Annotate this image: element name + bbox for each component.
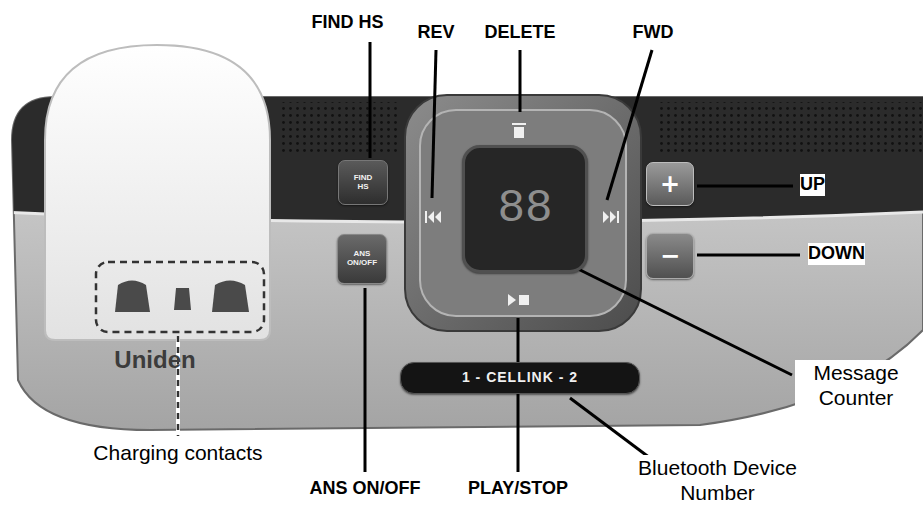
button-text: ANS ON/OFF [345,250,379,268]
leader-line [568,264,792,375]
fwd-arrow [603,211,609,223]
handset-cradle [45,45,270,340]
trash-can [514,127,524,138]
stop-square [519,295,529,305]
callout-text: FIND HS [312,12,384,34]
delete-icon [512,123,526,138]
rev-icon [425,211,441,223]
leader-line [364,288,367,472]
callout-text: DOWN [808,243,865,265]
callout-label: DOWN [808,243,888,265]
leader-line [519,50,522,112]
fwd-icon [603,211,619,223]
callout-text: Bluetooth Device Number [620,455,815,505]
callout-text: REV [417,22,454,44]
brand-text: Uniden [114,346,195,375]
leader-line [369,42,372,158]
leader-line [697,254,800,257]
speaker-grille [660,102,923,152]
charging-contact [212,281,249,313]
callout-label: Charging contacts [92,440,264,465]
contacts-outline [96,262,264,332]
callout-text: Message Counter [795,360,917,410]
callout-text: UP [800,174,825,196]
rev-arrow [428,211,434,223]
callout-text: ANS ON/OFF [310,478,421,500]
callout-label: Message Counter [795,360,917,410]
button-text: − [660,243,680,269]
message-counter-display: 88 [462,145,588,273]
trash-lid [512,123,526,125]
brand-logo: Uniden [95,346,215,375]
callout-label: UP [800,174,850,196]
leader-line [697,185,793,188]
rev-bar [425,211,427,223]
button-text: + [660,171,680,197]
callout-text: PLAY/STOP [468,478,568,500]
fwd-arrow [610,211,616,223]
volume-up-button: + [646,162,694,206]
callout-text: DELETE [484,22,555,44]
callout-text: Charging contacts [93,440,262,465]
callout-label: PLAY/STOP [452,478,584,500]
callout-label: FWD [624,22,682,44]
control-ring-inner [420,110,626,316]
leader-line [570,398,650,458]
callout-label: ANS ON/OFF [296,478,434,500]
callout-label: Bluetooth Device Number [620,455,815,505]
leader-line [517,318,520,472]
leader-line [432,50,436,198]
callout-label: REV [410,22,462,44]
control-ring [405,95,641,331]
callout-text: FWD [633,22,674,44]
play-triangle [508,294,516,306]
button-text: 88 [497,184,552,235]
charging-contact [174,288,191,310]
callout-label: DELETE [478,22,562,44]
rev-arrow [435,211,441,223]
find-handset-button: FIND HS [338,160,388,205]
button-text: FIND HS [350,174,376,192]
volume-down-button: − [646,233,694,279]
bluetooth-device-band: 1 - CELLINK - 2 [400,362,640,394]
callout-label: FIND HS [300,12,395,34]
charging-contact [115,281,150,313]
button-text: 1 - CELLINK - 2 [462,370,578,385]
speaker-grille [280,102,400,152]
fwd-bar [617,211,619,223]
play-stop-icon [508,294,529,306]
answer-button: ANS ON/OFF [337,234,387,284]
